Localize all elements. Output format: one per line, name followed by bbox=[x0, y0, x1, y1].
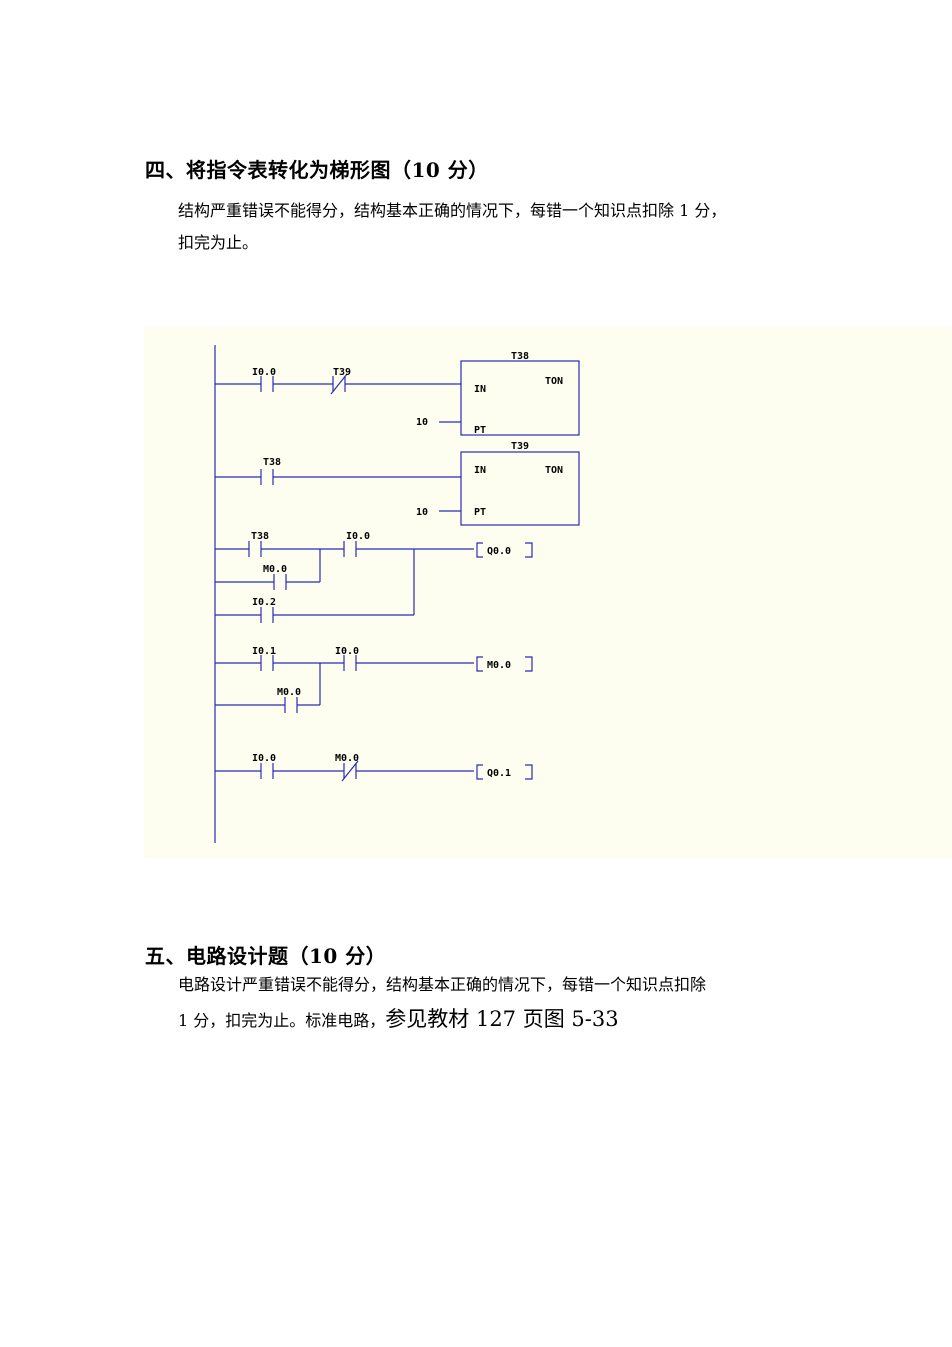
section-5-paragraph-line-2a: 1 分，扣完为止。标准电路， bbox=[178, 1011, 386, 1030]
ladder-diagram: T38 TON IN PT 10 T39 TON IN PT 10 I0.0 T… bbox=[214, 345, 580, 843]
section-5-paragraph-line-2: 1 分，扣完为止。标准电路，参见教材 127 页图 5-33 bbox=[178, 1003, 619, 1033]
section-4-paragraph-line-2: 扣完为止。 bbox=[178, 233, 259, 252]
rung4-contact2-label: I0.0 bbox=[335, 646, 359, 657]
timer-t39-box bbox=[460, 451, 580, 526]
timer-t39-pt-label: PT bbox=[474, 507, 486, 518]
rung2-contact1-label: T38 bbox=[263, 457, 281, 468]
timer-t39-in-label: IN bbox=[474, 465, 486, 476]
rung4-parallel1-label: M0.0 bbox=[277, 687, 301, 698]
timer-t38-box bbox=[460, 360, 580, 436]
section-4-paragraph-line-1: 结构严重错误不能得分，结构基本正确的情况下，每错一个知识点扣除 1 分， bbox=[178, 201, 727, 220]
timer-t38-name: T38 bbox=[511, 351, 529, 362]
rung4-contact1-label: I0.1 bbox=[252, 646, 276, 657]
section-4-heading: 四、将指令表转化为梯形图（10 分） bbox=[145, 158, 489, 182]
section-5-heading: 五、电路设计题（10 分） bbox=[145, 944, 387, 968]
rung3-parallel1-label: M0.0 bbox=[263, 564, 287, 575]
ladder-diagram-panel: T38 TON IN PT 10 T39 TON IN PT 10 I0.0 T… bbox=[144, 327, 952, 858]
rung5-contact1-label: I0.0 bbox=[252, 753, 276, 764]
rung5-contact2-label: M0.0 bbox=[335, 753, 359, 764]
timer-t39-preset: 10 bbox=[416, 507, 428, 518]
section-5-paragraph-line-1: 电路设计严重错误不能得分，结构基本正确的情况下，每错一个知识点扣除 bbox=[178, 975, 707, 994]
rung3-contact1-label: T38 bbox=[251, 531, 269, 542]
section-5-reference: 参见教材 127 页图 5-33 bbox=[385, 1007, 619, 1031]
rung1-contact2-label: T39 bbox=[333, 367, 351, 378]
timer-t38-pt-label: PT bbox=[474, 425, 486, 436]
timer-t38-preset: 10 bbox=[416, 417, 428, 428]
timer-t38-in-label: IN bbox=[474, 384, 486, 395]
timer-t38-type: TON bbox=[545, 376, 563, 387]
rung3-coil-label: Q0.0 bbox=[487, 546, 511, 557]
rung1-contact1-label: I0.0 bbox=[252, 367, 276, 378]
timer-t39-name: T39 bbox=[511, 441, 529, 452]
rung4-coil-label: M0.0 bbox=[487, 660, 511, 671]
timer-t39-type: TON bbox=[545, 465, 563, 476]
rung3-parallel2-label: I0.2 bbox=[252, 597, 276, 608]
rung3-contact2-label: I0.0 bbox=[346, 531, 370, 542]
rung5-coil-label: Q0.1 bbox=[487, 768, 511, 779]
